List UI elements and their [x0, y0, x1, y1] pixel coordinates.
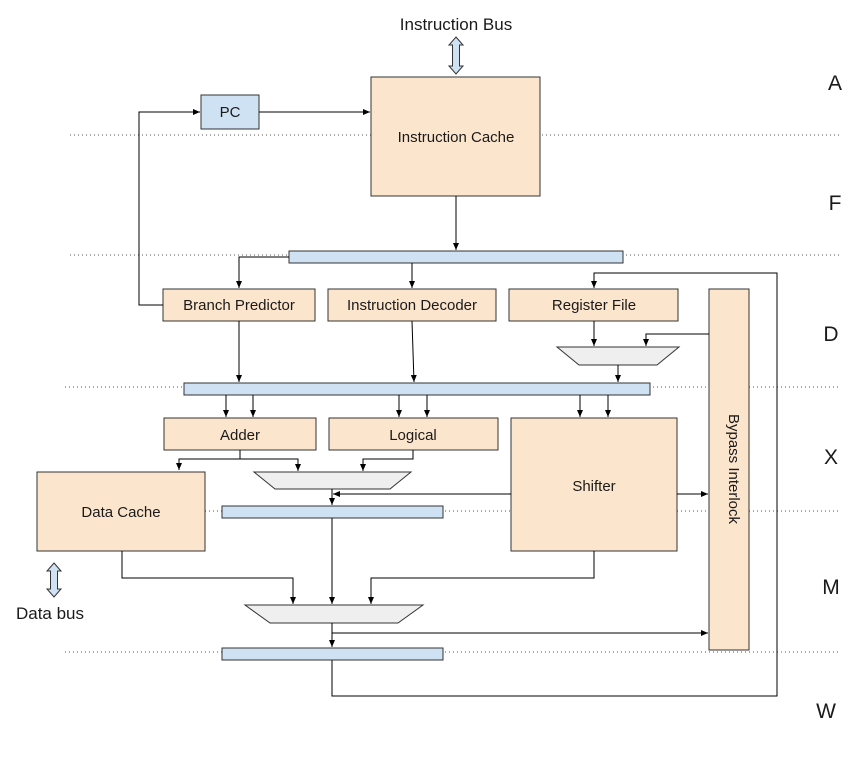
decode-mux [555, 346, 681, 366]
data-bus-arrow-icon [45, 562, 63, 598]
pipeline-latch-mw [221, 647, 444, 661]
instruction-bus-arrow-icon [447, 36, 465, 75]
stage-label-a: A [828, 72, 842, 95]
shifter-to-m-mux-wire [368, 551, 595, 604]
stage-label-f: F [829, 192, 842, 215]
decoder-to-latch-wire [410, 320, 417, 383]
adder-label: Adder [220, 427, 260, 444]
shifter-box [510, 417, 678, 552]
register-file-label: Register File [552, 297, 636, 314]
data-cache-box [36, 471, 206, 552]
pipeline-latch-dx [183, 382, 651, 396]
branch-predictor-label: Branch Predictor [183, 297, 295, 314]
register-file-box [508, 288, 679, 322]
adder-to-x-mux-wire [240, 458, 301, 471]
instruction-cache-box [370, 76, 541, 197]
pipeline-latch-fd [288, 250, 624, 264]
stage-label-d: D [823, 323, 838, 346]
shifter-label: Shifter [572, 478, 615, 495]
pc-label: PC [220, 104, 241, 121]
bypass-interlock-label: Bypass Interlock [725, 414, 742, 525]
stage-label-x: X [824, 446, 838, 469]
bypass-to-d-mux-wire [643, 333, 709, 346]
branch-predictor-box [162, 288, 316, 322]
data-cache-to-m-mux-wire [121, 551, 296, 604]
branch-predictor-to-pc-wire [138, 109, 200, 306]
data-bus-label: Data bus [16, 604, 84, 623]
adder-to-data-cache-wire [176, 450, 241, 470]
logical-to-x-mux-wire [360, 450, 414, 471]
memory-mux [243, 604, 425, 624]
data-cache-label: Data Cache [81, 504, 160, 521]
stage-label-m: M [822, 576, 840, 599]
stage-labels: A F D X M W [816, 72, 842, 723]
pipeline-latch-xm [221, 505, 444, 519]
stage-label-w: W [816, 700, 836, 723]
instruction-decoder-label: Instruction Decoder [347, 297, 477, 314]
logical-label: Logical [389, 427, 437, 444]
instruction-bus-label: Instruction Bus [400, 15, 512, 34]
bypass-interlock-box [708, 288, 750, 651]
latch-to-branch-predictor-wire [236, 256, 289, 288]
instruction-cache-label: Instruction Cache [398, 129, 515, 146]
execute-mux [252, 471, 413, 490]
pc-box [200, 94, 260, 130]
logical-box [328, 417, 499, 451]
writeback-to-register-file-wire [331, 272, 778, 697]
